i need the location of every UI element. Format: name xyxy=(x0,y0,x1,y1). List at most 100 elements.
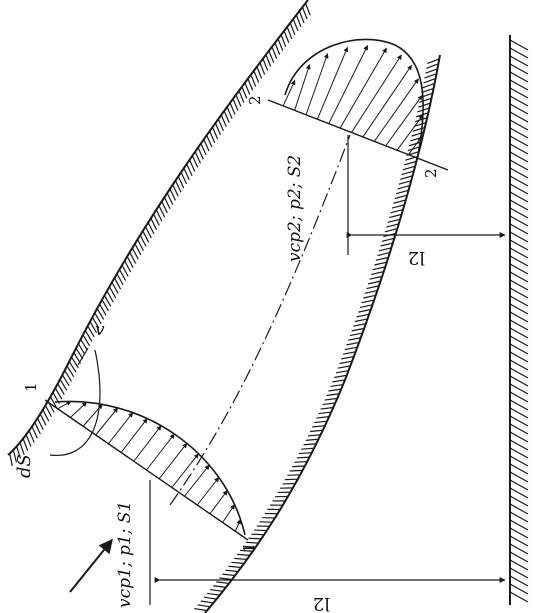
hatch-mark xyxy=(96,308,105,320)
hatch-mark xyxy=(177,176,185,189)
hatch-mark xyxy=(509,279,529,291)
hatch-mark xyxy=(509,175,529,187)
left-boundary-wall xyxy=(7,0,309,456)
hatch-mark xyxy=(232,98,239,111)
hatch-mark xyxy=(61,374,70,387)
hatch-mark xyxy=(423,78,436,84)
hatch-mark xyxy=(234,557,248,561)
angle-label: v xyxy=(95,320,105,340)
hatch-mark xyxy=(509,47,529,59)
hatch-mark xyxy=(391,204,405,209)
hatch-mark xyxy=(322,402,336,406)
hatch-mark xyxy=(124,260,132,273)
hatch-mark xyxy=(235,94,242,107)
velocity-profile-2 xyxy=(284,38,424,156)
hatch-mark xyxy=(39,413,47,426)
hatch-mark xyxy=(509,271,529,283)
hatch-mark xyxy=(509,535,529,547)
area-element-label: dS xyxy=(14,454,35,478)
section-2-line xyxy=(267,99,449,171)
hatch-mark xyxy=(359,304,373,309)
hatch-mark xyxy=(425,68,438,74)
hatch-mark xyxy=(509,263,529,275)
hatch-mark xyxy=(108,286,117,299)
hatch-mark xyxy=(377,252,391,257)
velocity-arrows-section-1 xyxy=(57,400,241,532)
hatch-mark xyxy=(341,355,355,360)
hatch-mark xyxy=(316,416,330,419)
velocity-arrow xyxy=(362,64,413,137)
hatch-mark xyxy=(339,360,353,365)
hatch-mark xyxy=(509,447,529,459)
hatch-mark xyxy=(289,22,296,36)
hatch-mark xyxy=(509,183,529,195)
hatch-mark xyxy=(244,82,251,95)
hatch-mark xyxy=(509,431,529,443)
hatch-mark xyxy=(292,465,305,468)
hatch-mark xyxy=(509,455,529,467)
hatch-mark xyxy=(271,46,278,59)
distance-1-label: l2 xyxy=(313,593,330,613)
hatch-mark xyxy=(203,139,210,152)
hatch-mark xyxy=(118,269,127,281)
hatch-mark xyxy=(70,356,79,369)
hatch-mark xyxy=(320,406,334,410)
hatch-mark xyxy=(155,209,163,222)
velocity-arrow xyxy=(396,114,424,151)
hatch-mark xyxy=(256,66,263,79)
hatch-mark xyxy=(424,73,437,79)
hatch-mark xyxy=(248,537,262,540)
hatch-mark xyxy=(295,14,302,28)
hatch-mark xyxy=(421,87,434,94)
hatch-mark xyxy=(280,34,287,47)
hatch-mark xyxy=(407,146,421,152)
hatch-mark xyxy=(163,196,171,210)
hatch-mark xyxy=(509,311,529,323)
hatch-mark xyxy=(310,429,323,433)
hatch-mark xyxy=(312,425,326,428)
right-wall-hatching xyxy=(194,58,440,612)
hatch-mark xyxy=(367,280,381,285)
hatch-mark xyxy=(250,74,257,87)
hatch-mark xyxy=(509,407,529,419)
hatch-mark xyxy=(509,87,529,99)
hatch-mark xyxy=(111,281,119,294)
hatch-mark xyxy=(203,596,217,600)
hatch-mark xyxy=(364,290,378,294)
hatch-mark xyxy=(31,426,38,439)
hatch-mark xyxy=(509,559,529,571)
hatch-mark xyxy=(217,118,224,131)
hatch-mark xyxy=(259,62,266,75)
hatch-mark xyxy=(37,417,44,431)
hatch-mark xyxy=(509,591,529,603)
hatch-mark xyxy=(174,180,182,193)
hatch-mark xyxy=(509,423,529,435)
hatch-mark xyxy=(418,102,431,108)
hatch-mark xyxy=(101,299,109,312)
hatch-mark xyxy=(144,226,152,239)
hatch-mark xyxy=(106,290,114,303)
hatch-mark xyxy=(113,277,122,290)
velocity-arrow xyxy=(171,453,199,488)
section-1-params-label: vcp1; p1; S1 xyxy=(115,501,135,608)
hatch-mark xyxy=(103,295,112,307)
hatch-mark xyxy=(509,471,529,483)
hatch-mark xyxy=(374,261,387,266)
hatch-mark xyxy=(509,335,529,347)
hatch-mark xyxy=(509,151,529,163)
hatch-mark xyxy=(380,242,394,247)
hatch-mark xyxy=(509,39,529,51)
velocity-arrow xyxy=(282,79,296,106)
hatch-mark xyxy=(158,205,166,218)
hatch-mark xyxy=(509,167,529,179)
hatch-mark xyxy=(188,159,196,172)
hatch-mark xyxy=(381,237,395,242)
hatch-mark xyxy=(372,266,386,271)
hatch-mark xyxy=(237,553,251,556)
velocity-arrow xyxy=(374,78,419,142)
velocity-arrow xyxy=(146,433,175,471)
hatch-mark xyxy=(292,18,299,32)
velocity-arrow xyxy=(328,45,369,124)
hatch-mark xyxy=(303,443,317,446)
hatch-mark xyxy=(366,285,380,290)
